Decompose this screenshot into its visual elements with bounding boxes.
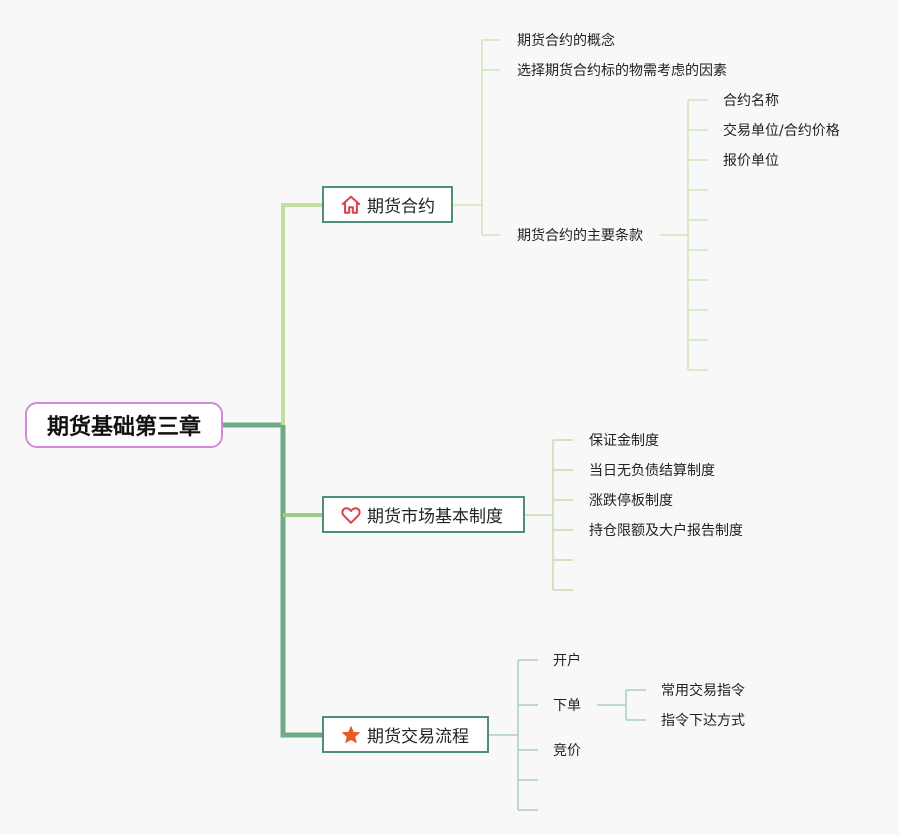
subtopic-trading-unit[interactable]: 交易单位/合约价格 (723, 123, 840, 139)
topic-market-system[interactable]: 期货市场基本制度 (322, 496, 525, 533)
subtopic-common-orders[interactable]: 常用交易指令 (661, 683, 745, 699)
home-icon (340, 194, 362, 216)
subtopic-place-order[interactable]: 下单 (553, 698, 581, 714)
trunk-line-lower (280, 425, 322, 738)
subtopic-position-limit[interactable]: 持仓限额及大户报告制度 (589, 523, 743, 539)
subtopic-order-methods[interactable]: 指令下达方式 (661, 713, 745, 729)
subtopic-margin-system[interactable]: 保证金制度 (589, 433, 659, 449)
subtopic-quote-unit[interactable]: 报价单位 (723, 153, 779, 169)
subtopic-underlying-factors[interactable]: 选择期货合约标的物需考虑的因素 (517, 63, 727, 79)
branch2-children-lines (525, 439, 573, 591)
subtopic-daily-settlement[interactable]: 当日无负债结算制度 (589, 463, 715, 479)
terms-children-lines (660, 99, 708, 371)
branch1-connector (281, 203, 322, 425)
subtopic-open-account[interactable]: 开户 (553, 653, 581, 669)
heart-icon (340, 504, 362, 526)
star-icon (340, 724, 362, 746)
subtopic-contract-concept[interactable]: 期货合约的概念 (517, 33, 615, 49)
subtopic-contract-name[interactable]: 合约名称 (723, 93, 779, 109)
branch3-children-lines (489, 659, 538, 811)
subtopic-bidding[interactable]: 竞价 (553, 743, 581, 759)
subtopic-main-terms[interactable]: 期货合约的主要条款 (517, 228, 643, 244)
topic-label: 期货交易流程 (367, 727, 469, 747)
order-children-lines (597, 689, 646, 721)
topic-label: 期货市场基本制度 (367, 507, 503, 527)
root-topic-label: 期货基础第三章 (46, 415, 201, 440)
topic-label: 期货合约 (367, 197, 435, 217)
topic-trading-process[interactable]: 期货交易流程 (322, 716, 489, 753)
root-topic[interactable]: 期货基础第三章 (25, 402, 223, 448)
branch1-children-lines (453, 39, 500, 236)
topic-futures-contract[interactable]: 期货合约 (322, 186, 453, 223)
subtopic-price-limit[interactable]: 涨跌停板制度 (589, 493, 673, 509)
